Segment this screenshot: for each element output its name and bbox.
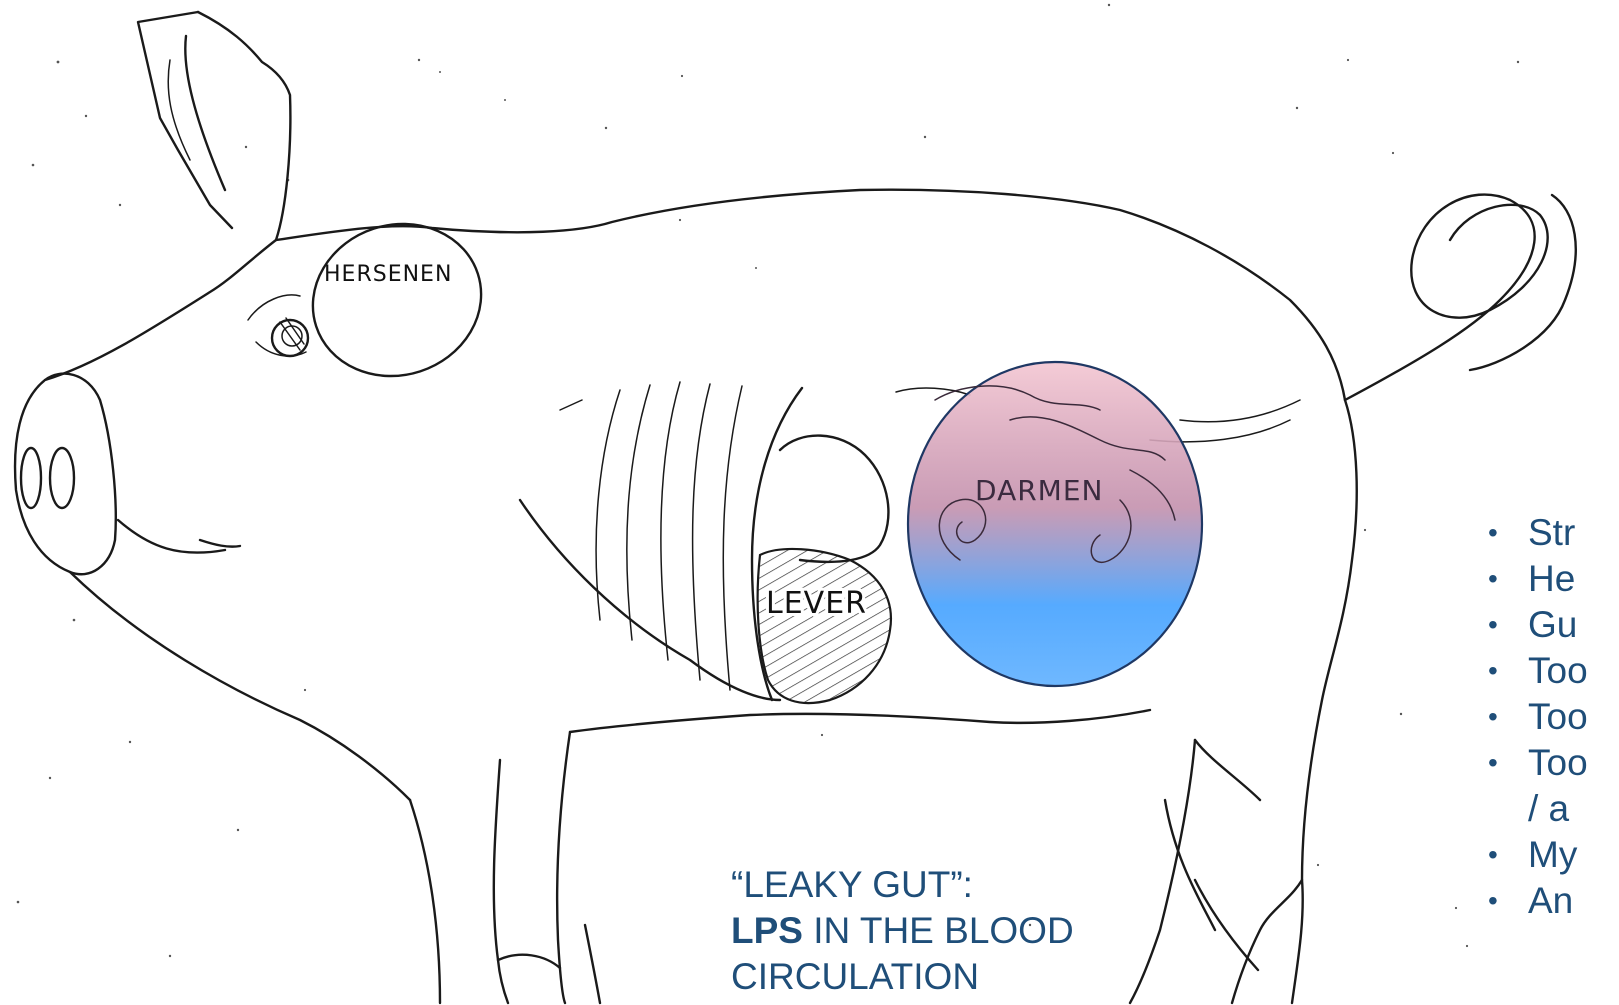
leaky-gut-caption: “LEAKY GUT”: LPS IN THE BLOOD CIRCULATIO… [731,862,1074,1000]
symptom-item: Gu [1488,602,1588,648]
caption-line-2: LPS IN THE BLOOD [731,908,1074,954]
symptom-item: Too [1488,648,1588,694]
symptom-item-continuation: / a [1488,786,1588,832]
intestine-highlight: DARMEN [908,362,1202,686]
symptom-item: Str [1488,510,1588,556]
symptom-item: Too [1488,740,1588,786]
label-hersenen: HERSENEN [324,262,452,287]
symptom-item: My [1488,832,1588,878]
paper-specks [17,4,1520,957]
symptom-item: Too [1488,694,1588,740]
eye-drawing [248,295,308,356]
symptom-item: An [1488,878,1588,924]
label-lever: LEVER [766,586,867,621]
label-darmen: DARMEN [975,474,1103,507]
symptom-item: He [1488,556,1588,602]
caption-line-2-rest: IN THE BLOOD [803,910,1074,951]
caption-line-1: “LEAKY GUT”: [731,862,1074,908]
symptom-list: Str He Gu Too Too Too / a My An [1488,510,1588,924]
caption-lps: LPS [731,910,803,951]
caption-line-3: CIRCULATION [731,954,1074,1000]
